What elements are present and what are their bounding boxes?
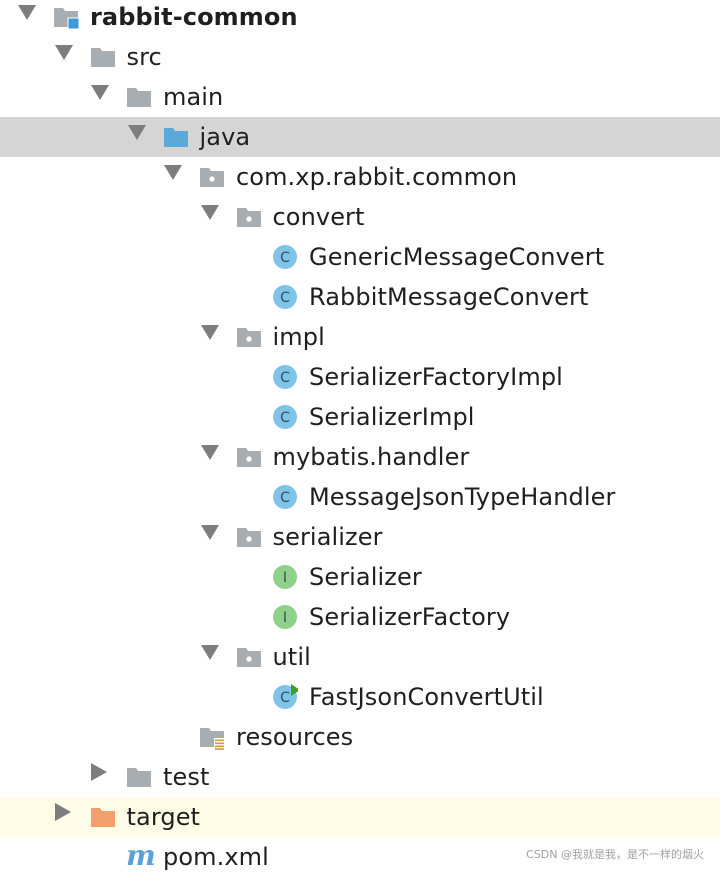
tree-row[interactable]: I SerializerFactory <box>0 597 720 637</box>
tree-row[interactable]: test <box>0 757 720 797</box>
expand-arrow-down-icon[interactable] <box>200 445 219 460</box>
tree-row[interactable]: target <box>0 797 720 837</box>
tree-row[interactable]: C SerializerImpl <box>0 397 720 437</box>
package-icon <box>199 164 225 190</box>
resources-folder-icon <box>199 724 225 750</box>
tree-item-label: serializer <box>272 523 383 551</box>
package-icon <box>236 524 262 550</box>
package-icon <box>236 444 262 470</box>
expand-arrow-down-icon[interactable] <box>18 5 36 20</box>
expand-arrow-down-icon[interactable] <box>54 45 73 60</box>
folder-icon <box>126 764 152 790</box>
tree-row[interactable]: convert <box>0 197 720 237</box>
tree-row[interactable]: C SerializerFactoryImpl <box>0 357 720 397</box>
icon-letter: C <box>280 290 290 306</box>
tree-item-label: SerializerFactoryImpl <box>309 363 563 391</box>
tree-item-label: main <box>163 83 224 111</box>
tree-item-label: GenericMessageConvert <box>309 243 605 271</box>
runnable-class-icon: C <box>272 684 300 710</box>
expand-arrow-right-icon[interactable] <box>54 803 71 821</box>
icon-letter: C <box>280 690 290 706</box>
expand-arrow-right-icon[interactable] <box>91 763 107 781</box>
tree-row[interactable]: mybatis.handler <box>0 437 720 477</box>
tree-row[interactable]: C FastJsonConvertUtil <box>0 677 720 717</box>
expand-arrow-down-icon[interactable] <box>127 125 146 140</box>
icon-letter: C <box>280 410 290 426</box>
tree-item-label: mybatis.handler <box>272 443 470 471</box>
tree-item-label: rabbit-common <box>90 3 298 31</box>
tree-row[interactable]: main <box>0 77 720 117</box>
tree-item-label: MessageJsonTypeHandler <box>309 483 616 511</box>
source-folder-icon <box>163 124 189 150</box>
tree-item-label: test <box>163 763 210 791</box>
expand-arrow-down-icon[interactable] <box>200 325 219 340</box>
tree-item-label: FastJsonConvertUtil <box>309 683 544 711</box>
expand-arrow-down-icon[interactable] <box>91 85 109 100</box>
tree-row[interactable]: impl <box>0 317 720 357</box>
tree-item-label: src <box>126 43 162 71</box>
tree-row[interactable]: C MessageJsonTypeHandler <box>0 477 720 517</box>
tree-item-label: SerializerFactory <box>309 603 511 631</box>
tree-row[interactable]: resources <box>0 717 720 757</box>
class-icon: C <box>272 364 298 390</box>
tree-row[interactable]: rabbit-common <box>0 0 720 37</box>
tree-item-label: com.xp.rabbit.common <box>236 163 518 191</box>
tree-item-label: resources <box>236 723 354 751</box>
icon-letter: C <box>280 370 290 386</box>
expand-arrow-down-icon[interactable] <box>200 205 219 220</box>
module-folder-icon <box>53 4 80 30</box>
tree-item-label: util <box>272 643 311 671</box>
package-icon <box>236 204 262 230</box>
folder-icon <box>90 44 116 70</box>
tree-row[interactable]: I Serializer <box>0 557 720 597</box>
tree-item-label: impl <box>272 323 325 351</box>
tree-row[interactable]: C RabbitMessageConvert <box>0 277 720 317</box>
icon-letter: m <box>126 844 156 870</box>
tree-row[interactable]: C GenericMessageConvert <box>0 237 720 277</box>
tree-row[interactable]: serializer <box>0 517 720 557</box>
class-icon: C <box>272 484 298 510</box>
icon-letter: I <box>283 610 287 626</box>
expand-arrow-down-icon[interactable] <box>200 525 219 540</box>
package-icon <box>236 644 262 670</box>
class-icon: C <box>272 284 298 310</box>
tree-item-label: SerializerImpl <box>309 403 475 431</box>
icon-letter: C <box>280 250 290 266</box>
tree-item-label: target <box>126 803 201 831</box>
package-icon <box>236 324 262 350</box>
tree-item-label: RabbitMessageConvert <box>309 283 589 311</box>
excluded-folder-icon <box>90 804 116 830</box>
watermark: CSDN @我就是我，是不一样的烟火 <box>526 848 704 861</box>
tree-row[interactable]: java <box>0 117 720 157</box>
maven-file-icon: m <box>126 839 156 872</box>
tree-row[interactable]: m pom.xml <box>0 837 720 877</box>
interface-icon: I <box>272 604 298 630</box>
folder-icon <box>126 84 152 110</box>
expand-arrow-down-icon[interactable] <box>200 645 219 660</box>
tree-item-label: convert <box>272 203 365 231</box>
expand-arrow-down-icon[interactable] <box>164 165 182 180</box>
class-icon: C <box>272 404 298 430</box>
tree-item-label: java <box>199 123 251 151</box>
tree-item-label: pom.xml <box>163 843 269 871</box>
tree-item-label: Serializer <box>309 563 422 591</box>
tree-row[interactable]: util <box>0 637 720 677</box>
class-icon: C <box>272 244 298 270</box>
icon-letter: I <box>283 570 287 586</box>
interface-icon: I <box>272 564 298 590</box>
icon-letter: C <box>280 490 290 506</box>
tree-row[interactable]: com.xp.rabbit.common <box>0 157 720 197</box>
tree-row[interactable]: src <box>0 37 720 77</box>
